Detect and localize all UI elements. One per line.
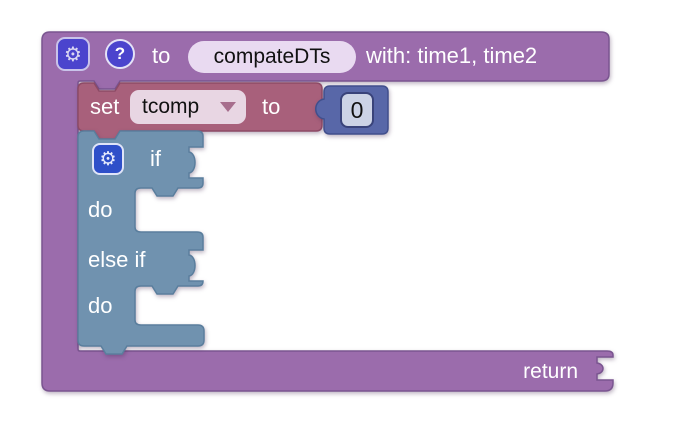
set-label: set: [90, 94, 120, 119]
gear-icon: ⚙: [64, 43, 82, 66]
procedure-name-field[interactable]: compateDTs: [188, 41, 356, 73]
if-block-shape[interactable]: [77, 130, 205, 355]
set-to-label: to: [262, 94, 281, 119]
variable-dropdown[interactable]: tcomp: [130, 90, 246, 124]
procedure-name-text: compateDTs: [213, 45, 331, 68]
else-if-label: else if: [88, 247, 146, 272]
procedure-block-shape[interactable]: [41, 31, 614, 392]
if-mutator-gear-button[interactable]: ⚙: [92, 143, 124, 175]
procedure-mutator-gear-button[interactable]: ⚙: [56, 37, 90, 71]
dropdown-arrow-icon: [220, 102, 236, 112]
question-mark-icon: ?: [114, 44, 126, 63]
if-label: if: [150, 146, 161, 171]
do-label: do: [88, 293, 113, 318]
gear-icon: ⚙: [99, 148, 117, 170]
number-value-field[interactable]: 0: [340, 92, 374, 128]
procedure-params-label: with: time1, time2: [366, 43, 538, 68]
variable-name-text: tcomp: [142, 95, 200, 118]
do-label: do: [88, 197, 113, 222]
help-button[interactable]: ?: [105, 39, 135, 69]
return-label: return: [523, 360, 578, 383]
number-value-text: 0: [350, 96, 364, 123]
to-label: to: [152, 43, 171, 68]
